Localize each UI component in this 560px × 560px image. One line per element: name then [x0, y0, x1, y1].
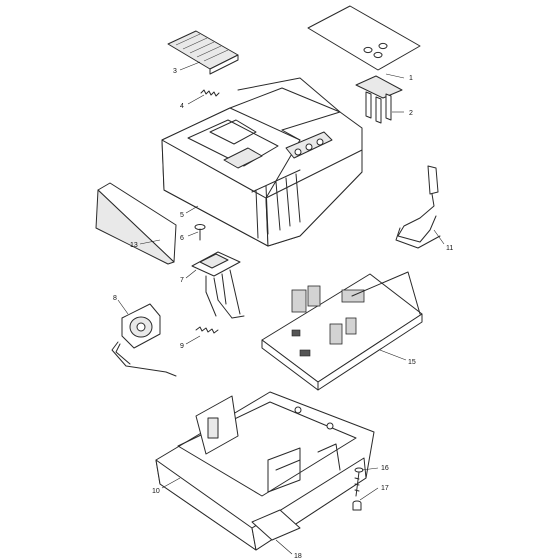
label-3: 3	[173, 68, 177, 75]
label-13: 13	[130, 242, 138, 249]
part-4-spring	[200, 89, 220, 97]
part-13-side-label	[95, 182, 177, 265]
part-10-base	[155, 391, 375, 551]
label-6: 6	[180, 235, 184, 242]
part-8-fan	[111, 303, 177, 377]
part-17-foot	[352, 500, 362, 511]
part-6-screw	[194, 224, 206, 241]
part-18-label	[251, 509, 301, 541]
label-2: 2	[409, 110, 413, 117]
part-11-cable	[395, 165, 441, 249]
label-5: 5	[180, 212, 184, 219]
label-9: 9	[180, 343, 184, 350]
label-10: 10	[152, 488, 160, 495]
label-18: 18	[294, 553, 302, 560]
part-3-cover	[167, 30, 239, 75]
part-9-spring	[195, 326, 219, 334]
part-2-light-guide	[355, 75, 403, 124]
part-5-charger-housing	[161, 77, 363, 247]
part-1-label-plate	[307, 5, 421, 71]
label-11: 11	[446, 245, 453, 252]
label-17: 17	[381, 485, 389, 492]
label-16: 16	[381, 465, 389, 472]
label-7: 7	[180, 277, 184, 284]
label-8: 8	[113, 295, 117, 302]
label-15: 15	[408, 359, 416, 366]
part-16-screw	[354, 467, 364, 497]
leader-lines	[117, 61, 445, 555]
part-15-circuit-board	[261, 271, 423, 391]
label-1: 1	[409, 75, 413, 82]
part-number-labels: 1 2 3 4 5 6 13 7 8 9 11 15 10 16 17 18	[113, 68, 453, 560]
label-4: 4	[180, 103, 184, 110]
part-7-terminal-block	[191, 251, 245, 319]
